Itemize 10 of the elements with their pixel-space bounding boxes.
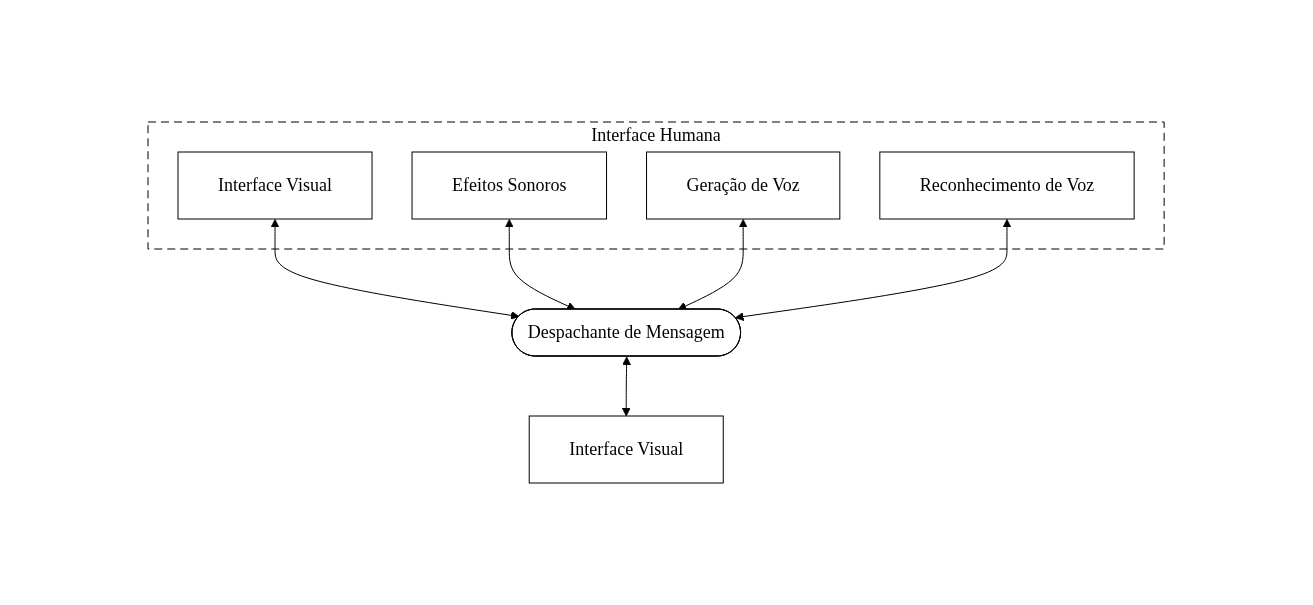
node-box: Interface Visual [177, 151, 373, 220]
node-box: Reconhecimento de Voz [879, 151, 1136, 220]
node-box: Efeitos Sonoros [411, 151, 608, 220]
arrow [678, 219, 748, 311]
node-box: Geração de Voz [646, 151, 841, 220]
node-box: Interface Visual [529, 415, 725, 484]
arrow [505, 219, 577, 311]
arrow [622, 356, 632, 417]
arrow [735, 219, 1012, 321]
arrow [271, 219, 520, 320]
